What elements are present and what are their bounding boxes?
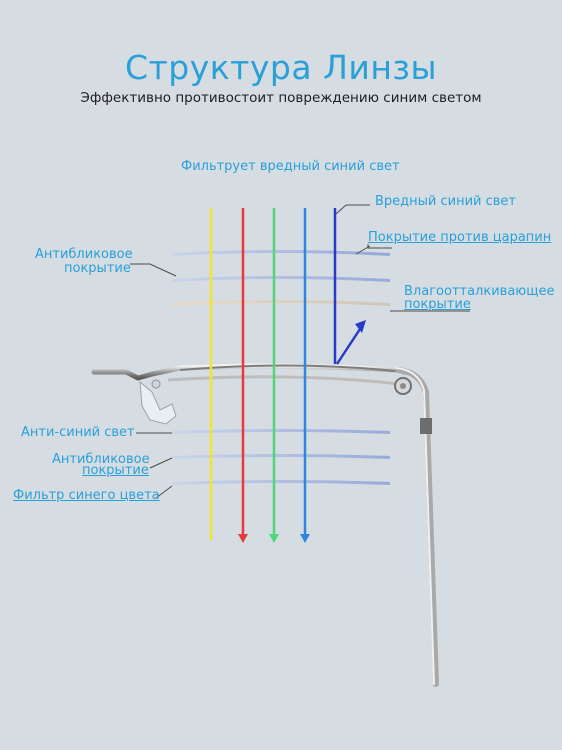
label-anti-blue-light: Анти-синий свет <box>21 425 135 440</box>
label-antiglare-top-line2: покрытие <box>64 261 131 276</box>
ray-red <box>238 208 248 543</box>
lens-layer-2 <box>172 276 390 282</box>
label-harmful-blue-light: Вредный синий свет <box>375 194 517 209</box>
lens-layer-6 <box>172 480 390 485</box>
label-water-repellent-line2: покрытие <box>404 297 471 312</box>
nose-pad <box>139 379 177 425</box>
filter-caption: Фильтрует вредный синий свет <box>181 159 400 174</box>
lens-layer-5 <box>172 454 390 459</box>
lens-layer-4 <box>172 429 390 434</box>
label-antiglare-bottom-line2: покрытие <box>82 463 149 478</box>
lens-layers-top <box>172 250 390 306</box>
label-antiglare-top-line1: Антибликовое <box>35 247 133 262</box>
ray-blue <box>300 208 310 543</box>
light-rays <box>209 208 366 543</box>
label-blue-filter: Фильтр синего цвета <box>13 488 160 503</box>
lens-layers-bottom <box>172 429 390 485</box>
label-antiglare-bottom-line1: Антибликовое <box>52 452 150 467</box>
ray-harmful-blue <box>333 208 366 365</box>
lens-layer-3 <box>172 300 390 306</box>
glasses-frame <box>91 363 439 687</box>
ray-green <box>269 208 279 543</box>
page-subtitle: Эффективно противостоит повреждению сини… <box>80 90 482 106</box>
leader-lines <box>130 204 470 499</box>
label-scratch-coating: Покрытие против царапин <box>368 230 552 245</box>
label-water-repellent-line1: Влагоотталкивающее <box>404 284 555 299</box>
page-title: Структура Линзы <box>124 48 438 87</box>
